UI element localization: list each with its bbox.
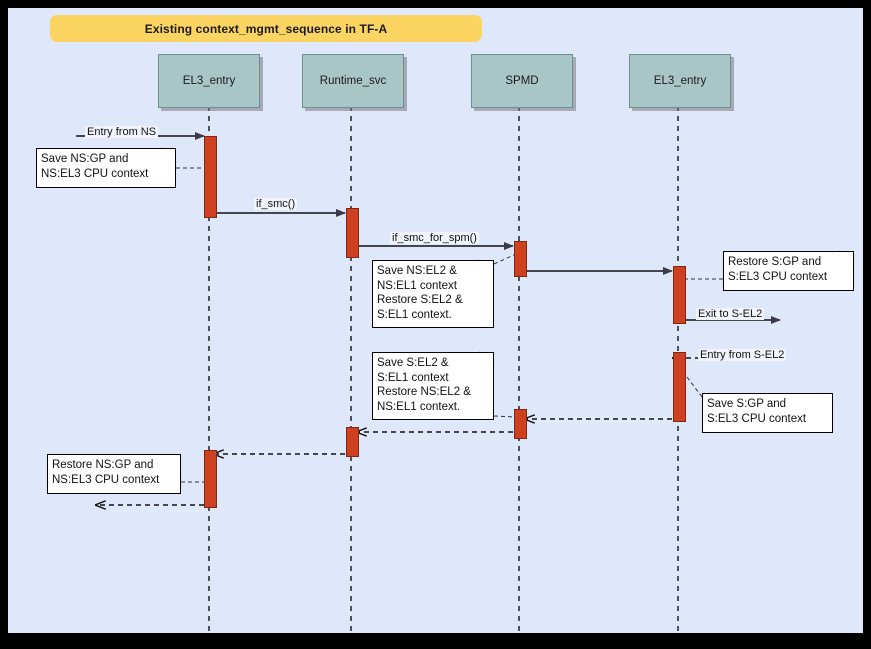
note-text: Restore S:GP and S:EL3 CPU context [728, 256, 828, 283]
note-3: Save S:EL2 & S:EL1 context Restore NS:EL… [372, 352, 494, 420]
diagram-title: Existing context_mgmt_sequence in TF-A [144, 21, 388, 36]
activation-bar-7 [204, 450, 217, 508]
note-4: Save S:GP and S:EL3 CPU context [702, 393, 833, 433]
participant-label: EL3_entry [653, 75, 707, 87]
note-text: Save NS:GP and NS:EL3 CPU context [41, 153, 149, 180]
note-1: Save NS:EL2 & NS:EL1 context Restore S:E… [372, 260, 494, 328]
message-label-1: if_smc() [254, 198, 298, 210]
activation-bar-2 [514, 241, 527, 277]
activation-bar-4 [673, 352, 686, 422]
note-text: Save S:EL2 & S:EL1 context Restore NS:EL… [377, 357, 471, 413]
note-2: Restore S:GP and S:EL3 CPU context [723, 251, 854, 291]
participant-label: EL3_entry [182, 75, 236, 87]
activation-bar-1 [346, 208, 359, 258]
message-label-2: if_smc_for_spm() [390, 232, 479, 244]
participant-label: Runtime_svc [319, 75, 387, 87]
diagram-title-box: Existing context_mgmt_sequence in TF-A [50, 15, 482, 42]
note-leader-4 [683, 372, 703, 398]
participant-el3_entry-3[interactable]: EL3_entry [629, 54, 731, 108]
activation-bar-0 [204, 136, 217, 218]
note-text: Restore NS:GP and NS:EL3 CPU context [52, 459, 160, 486]
activation-bar-3 [673, 266, 686, 324]
diagram-canvas: Existing context_mgmt_sequence in TF-A E… [8, 8, 863, 633]
participant-label: SPMD [505, 75, 539, 87]
participant-spmd-2[interactable]: SPMD [471, 54, 573, 108]
note-5: Restore NS:GP and NS:EL3 CPU context [47, 454, 181, 494]
participant-runtime_svc-1[interactable]: Runtime_svc [302, 54, 404, 108]
message-label-4: Exit to S-EL2 [696, 308, 765, 320]
message-label-0: Entry from NS [85, 126, 159, 138]
note-0: Save NS:GP and NS:EL3 CPU context [36, 148, 176, 188]
note-leader-1 [493, 253, 517, 265]
note-leader-3 [493, 415, 517, 418]
note-text: Save S:GP and S:EL3 CPU context [707, 398, 807, 425]
activation-bar-5 [514, 409, 527, 439]
note-text: Save NS:EL2 & NS:EL1 context Restore S:E… [377, 265, 463, 321]
participant-el3_entry-0[interactable]: EL3_entry [158, 54, 260, 108]
message-label-5: Entry from S-EL2 [698, 349, 787, 361]
activation-bar-6 [346, 427, 359, 457]
